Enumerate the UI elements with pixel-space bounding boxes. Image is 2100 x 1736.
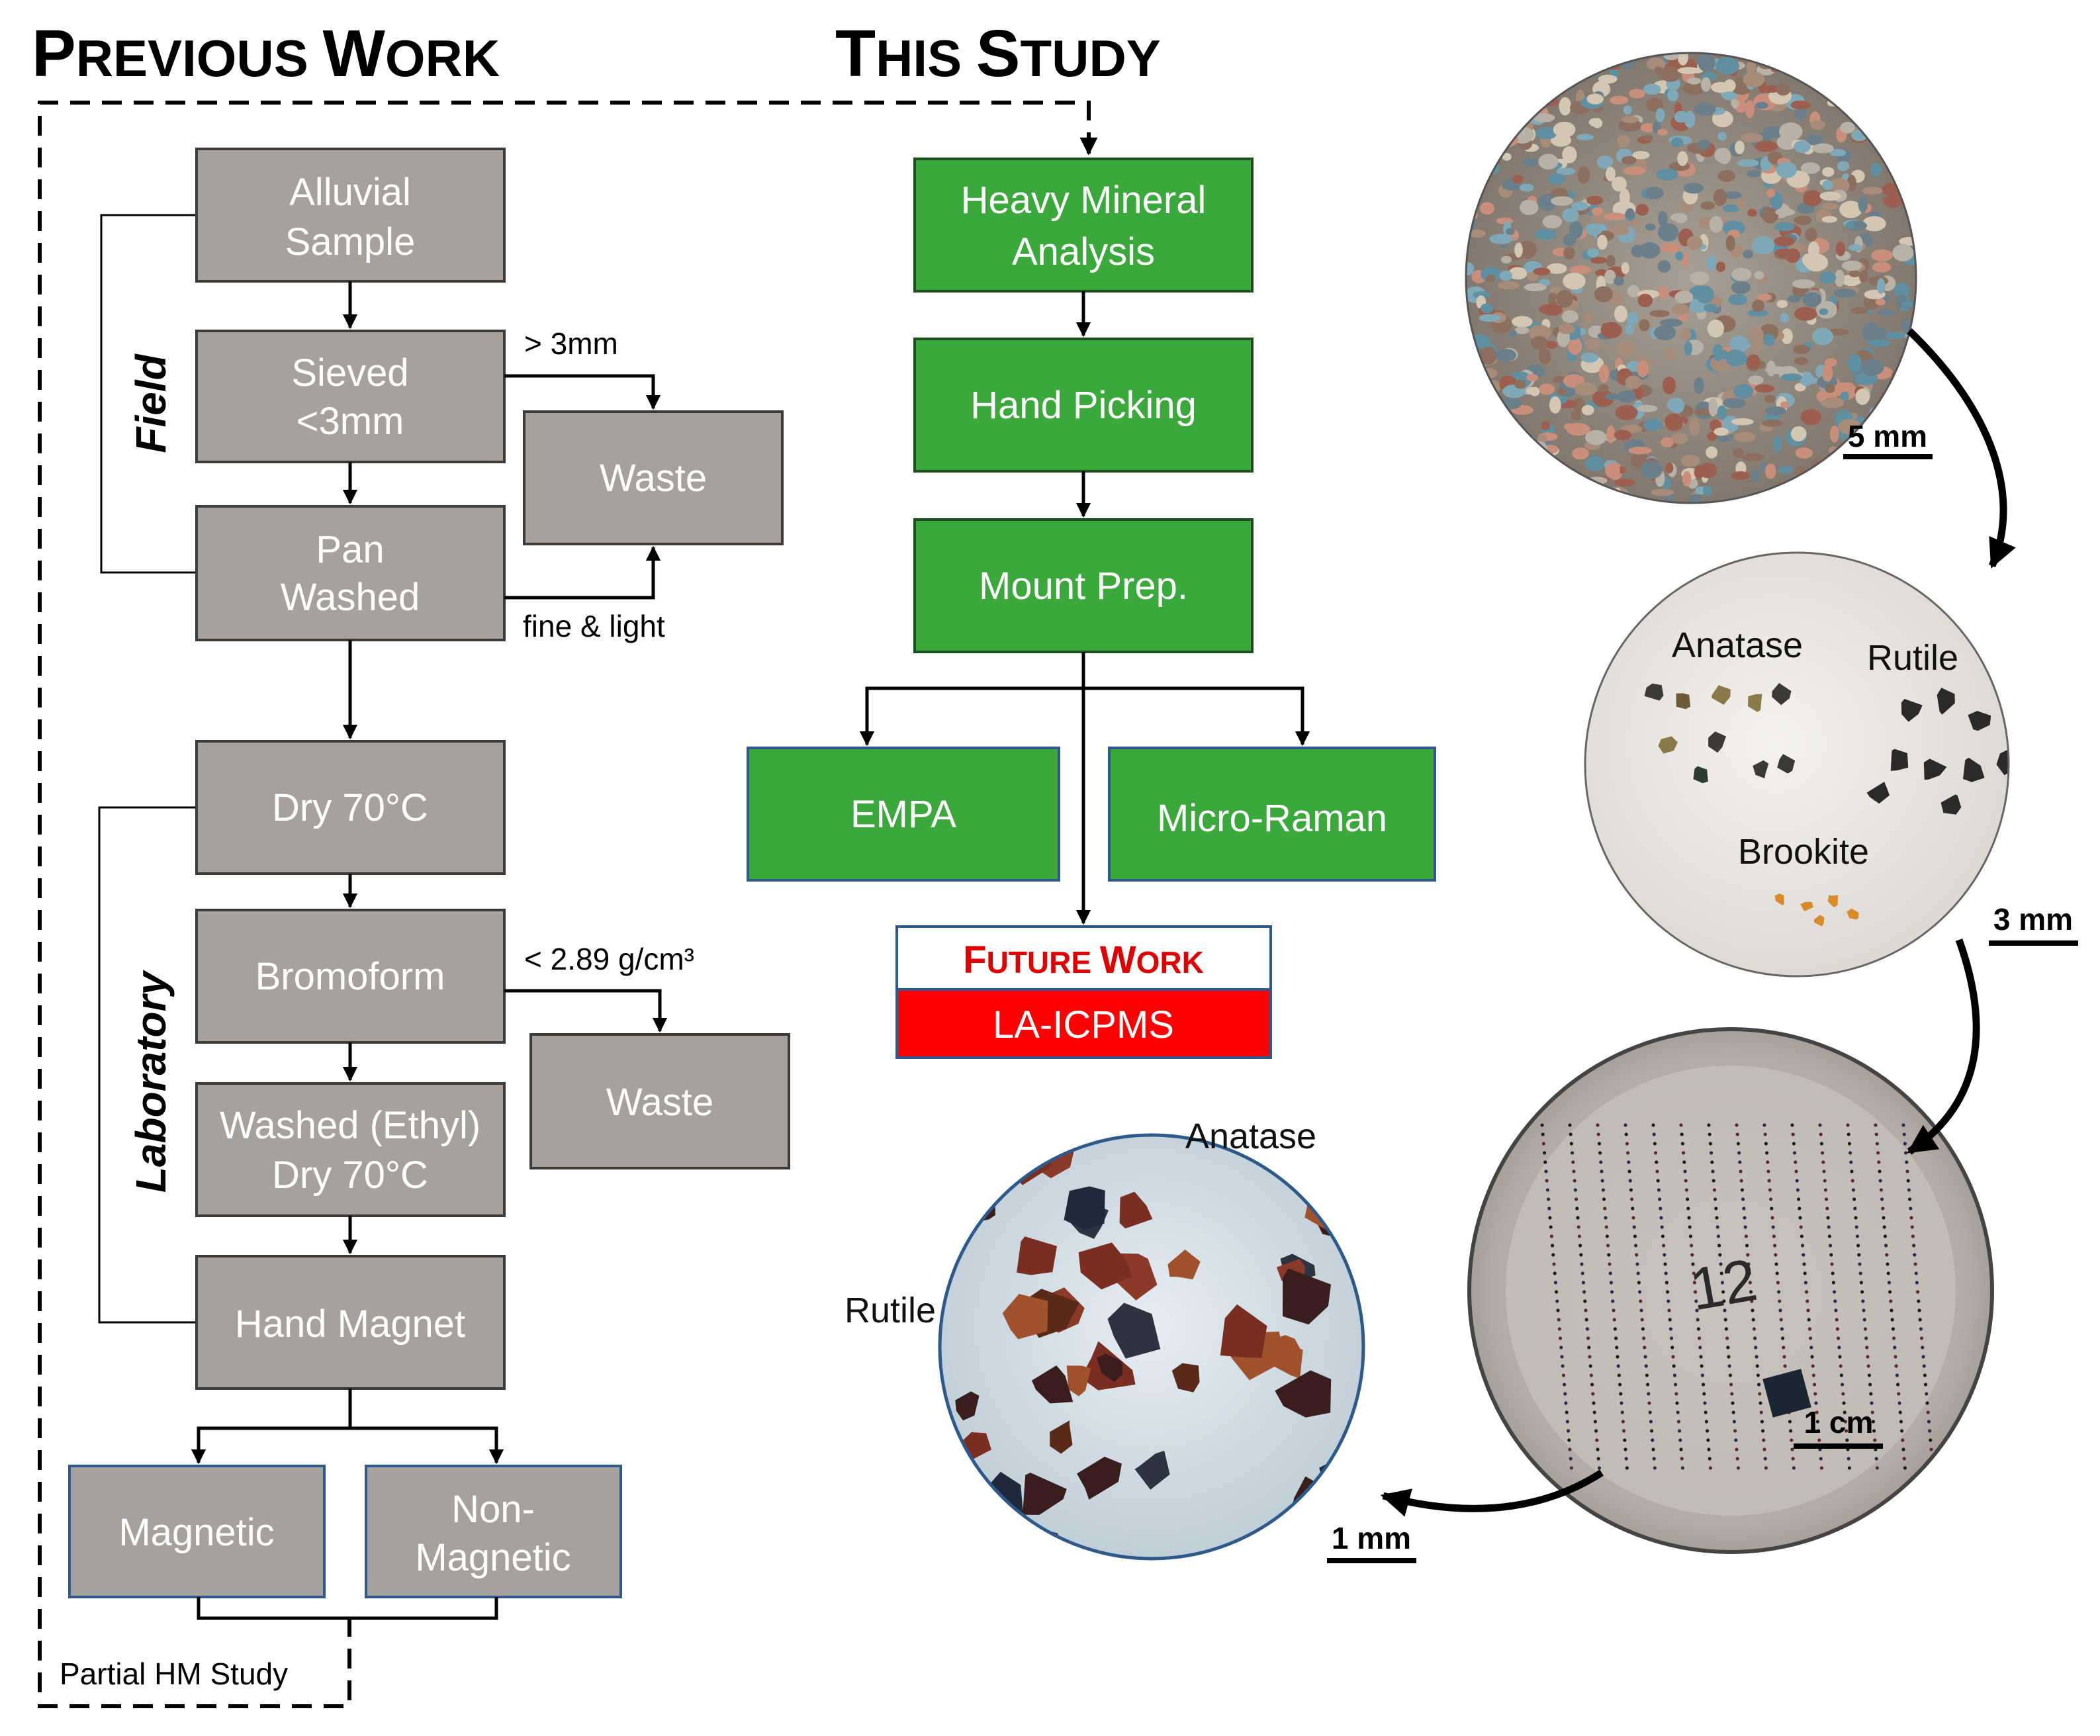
anatase-label-1: Anatase <box>1672 625 1803 665</box>
empa-box: EMPA <box>747 747 1060 882</box>
waste-1-label: Waste <box>600 457 707 500</box>
la-icpms-label: LA-ICPMS <box>993 1003 1174 1046</box>
empa-label: EMPA <box>850 793 956 836</box>
non-magnetic-box: Non- Magnetic <box>365 1465 622 1598</box>
non-magnetic-line2: Magnetic <box>415 1536 571 1579</box>
micro-raman-label: Micro-Raman <box>1157 797 1387 840</box>
separated-grains-photo: Anatase Rutile Brookite <box>1584 551 2010 978</box>
bromoform-label: Bromoform <box>255 955 445 998</box>
density-note: < 2.89 g/cm³ <box>524 942 694 976</box>
hand-picking-label: Hand Picking <box>970 384 1197 427</box>
sieved-box: Sieved <3mm <box>195 330 506 463</box>
waste-box-1: Waste <box>523 410 784 545</box>
gt-3mm-note: > 3mm <box>524 326 618 361</box>
heavy-mineral-analysis-box: Heavy Mineral Analysis <box>913 158 1254 293</box>
washed-ethyl-line1: Washed (Ethyl) <box>220 1104 480 1147</box>
partial-hm-study-label: Partial HM Study <box>60 1657 288 1691</box>
hma-line1: Heavy Mineral <box>961 179 1207 222</box>
hand-magnet-box: Hand Magnet <box>195 1255 506 1390</box>
previous-work-heading: PREVIOUS WORK <box>32 17 500 91</box>
scale-5mm-label: 5 mm <box>1848 419 1927 453</box>
scale-1cm-label: 1 cm <box>1804 1405 1874 1439</box>
alluvial-sample-box: Alluvial Sample <box>195 148 506 283</box>
this-study-heading: THIS STUDY <box>835 17 1161 91</box>
dry-label: Dry 70°C <box>272 786 428 829</box>
sieved-line2: <3mm <box>297 400 404 443</box>
pan-washed-line2: Washed <box>281 576 420 619</box>
scale-3mm-label: 3 mm <box>1993 902 2073 937</box>
washed-ethyl-box: Washed (Ethyl) Dry 70°C <box>195 1082 506 1217</box>
hand-picking-box: Hand Picking <box>913 338 1254 473</box>
alluvial-sample-line2: Sample <box>285 220 416 263</box>
mount-prep-box: Mount Prep. <box>913 518 1254 653</box>
hma-line2: Analysis <box>1012 230 1155 273</box>
future-work-box: FUTURE WORK LA-ICPMS <box>895 925 1272 1059</box>
brookite-label: Brookite <box>1738 832 1869 872</box>
washed-ethyl-line2: Dry 70°C <box>272 1154 428 1197</box>
hand-magnet-label: Hand Magnet <box>235 1302 465 1346</box>
micrograph-photo <box>938 1133 1365 1561</box>
future-work-title: FUTURE WORK <box>963 938 1204 982</box>
fine-light-note: fine & light <box>523 609 665 643</box>
mount-prep-label: Mount Prep. <box>979 565 1188 608</box>
mount-number: 12 <box>1685 1247 1762 1324</box>
field-label: Field <box>127 353 175 453</box>
pan-washed-box: Pan Washed <box>195 505 506 641</box>
epoxy-mount-photo: 12 <box>1467 1027 1994 1554</box>
anatase-label-2: Anatase <box>1185 1117 1316 1156</box>
pan-washed-line1: Pan <box>316 528 384 571</box>
magnetic-label: Magnetic <box>118 1511 274 1554</box>
dry-box: Dry 70°C <box>195 740 506 875</box>
rutile-label-2: Rutile <box>845 1291 936 1330</box>
waste-box-2: Waste <box>529 1033 790 1169</box>
bromoform-box: Bromoform <box>195 909 506 1044</box>
rutile-label-1: Rutile <box>1867 638 1958 678</box>
photo-arrows <box>1380 328 2016 1517</box>
alluvial-sample-line1: Alluvial <box>289 171 411 214</box>
this-study-connectors <box>859 291 1310 925</box>
non-magnetic-line1: Non- <box>451 1488 535 1531</box>
magnetic-box: Magnetic <box>68 1465 326 1598</box>
laboratory-bracket <box>98 806 197 1324</box>
field-bracket <box>100 214 197 574</box>
laboratory-label: Laboratory <box>127 969 175 1193</box>
sieved-line1: Sieved <box>291 351 408 394</box>
micro-raman-box: Micro-Raman <box>1108 747 1436 882</box>
previous-work-connectors <box>191 281 668 1620</box>
partial-study-outline <box>38 101 1091 1708</box>
waste-2-label: Waste <box>606 1081 713 1124</box>
scale-1mm-label: 1 mm <box>1332 1521 1411 1555</box>
